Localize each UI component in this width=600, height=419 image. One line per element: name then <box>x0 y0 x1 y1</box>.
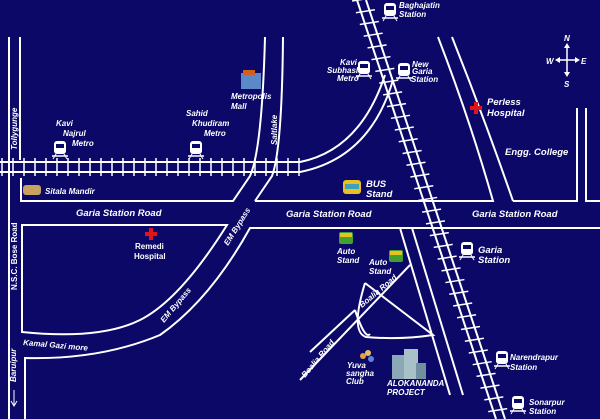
kavi-subhash-metro-label: Kavi <box>340 58 358 67</box>
kavi-subhash-metro-label-2: Subhash <box>327 66 361 75</box>
kavi-najrul-metro-label-2: Najrul <box>63 129 86 138</box>
temple-icon <box>23 185 41 195</box>
train-icon <box>458 241 476 261</box>
kavi-najrul-metro-label: Kavi <box>56 119 74 128</box>
rail-ties <box>351 0 508 413</box>
perless-hospital-label: Perless <box>487 97 521 108</box>
kavi-najrul-metro-label-3: Metro <box>72 139 94 148</box>
sahid-khudiram-metro-label: Sahid <box>186 109 209 118</box>
engg-college-label: Engg. College <box>505 147 569 158</box>
alokananda-project-label-2: PROJECT <box>387 388 426 397</box>
metropolis-mall-label: Metropolis <box>231 92 272 101</box>
auto-stand-label-3: Auto <box>368 258 387 267</box>
metro-train-icon <box>51 140 69 160</box>
sonarpur-station-label: Sonarpur <box>529 398 565 407</box>
remedi-hospital-label-2: Hospital <box>134 252 166 261</box>
perless-hospital-label-2: Hospital <box>487 108 525 119</box>
bus-stand-label-2: Stand <box>366 189 393 200</box>
remedi-hospital-label: Remedi <box>135 242 164 251</box>
sitala-mandir-label: Sitala Mandir <box>45 187 96 196</box>
kavi-subhash-metro-label-3: Metro <box>337 74 359 83</box>
road-label-garia-station-road-1: Garia Station Road <box>76 208 162 219</box>
narendrapur-station-label-2: Station <box>510 363 537 372</box>
auto-rickshaw-icon <box>339 232 353 244</box>
train-icon <box>381 2 399 22</box>
compass-w: W <box>546 57 555 66</box>
garia-station-label: Garia <box>478 245 502 256</box>
roads <box>8 36 600 419</box>
auto-stand-label-4: Stand <box>369 267 392 276</box>
metropolis-mall-label-2: Mall <box>231 102 247 111</box>
auto-rickshaw-icon <box>389 250 403 262</box>
bus-stand-label: BUS <box>366 179 387 190</box>
train-icon <box>493 350 511 370</box>
bus-icon <box>343 180 361 194</box>
compass-e: E <box>581 57 587 66</box>
yuva-sangha-club-label: Yuva <box>347 361 366 370</box>
garia-station-label-2: Station <box>478 255 510 266</box>
road-label-baruipur: Baruipur <box>9 348 18 382</box>
road-label-garia-station-road-2: Garia Station Road <box>286 209 372 220</box>
road-label-garia-station-road-3: Garia Station Road <box>472 209 558 220</box>
new-garia-station-label: New <box>412 60 429 69</box>
new-garia-station-label-3: Station <box>411 75 438 84</box>
sahid-khudiram-metro-label-3: Metro <box>204 129 226 138</box>
metro-train-icon <box>187 140 205 160</box>
train-icon <box>395 62 413 82</box>
rail-ties <box>1 158 300 176</box>
road-label-tollygunge: Tollygunge <box>10 107 19 150</box>
auto-stand-label: Auto <box>336 247 355 256</box>
compass-icon: N S W E <box>546 34 587 89</box>
mall-building-icon <box>241 70 261 89</box>
sahid-khudiram-metro-label-2: Khudiram <box>192 119 229 128</box>
project-building-icon <box>392 349 426 379</box>
compass-s: S <box>564 80 570 89</box>
train-icon <box>509 395 527 415</box>
road-label-nsc-bose-road: N.S.C. Bose Road <box>10 222 19 290</box>
narendrapur-station-label: Narendrapur <box>510 353 559 362</box>
new-garia-station-label-2: Garia <box>412 67 433 76</box>
road-label-saltlake: Saltlake <box>270 114 279 145</box>
baghajatin-station-label-2: Station <box>399 10 426 19</box>
people-icon <box>360 350 374 362</box>
auto-stand-label-2: Stand <box>337 256 360 265</box>
alokananda-project-label: ALOKANANDA <box>386 379 445 388</box>
sonarpur-station-label-2: Station <box>529 407 556 416</box>
yuva-sangha-club-label-2: sangha <box>346 369 375 378</box>
railway <box>0 0 508 419</box>
compass-n: N <box>564 34 570 43</box>
baghajatin-station-label: Baghajatin <box>399 1 440 10</box>
arrow-down-icon <box>10 390 18 407</box>
yuva-sangha-club-label-3: Club <box>346 377 364 386</box>
